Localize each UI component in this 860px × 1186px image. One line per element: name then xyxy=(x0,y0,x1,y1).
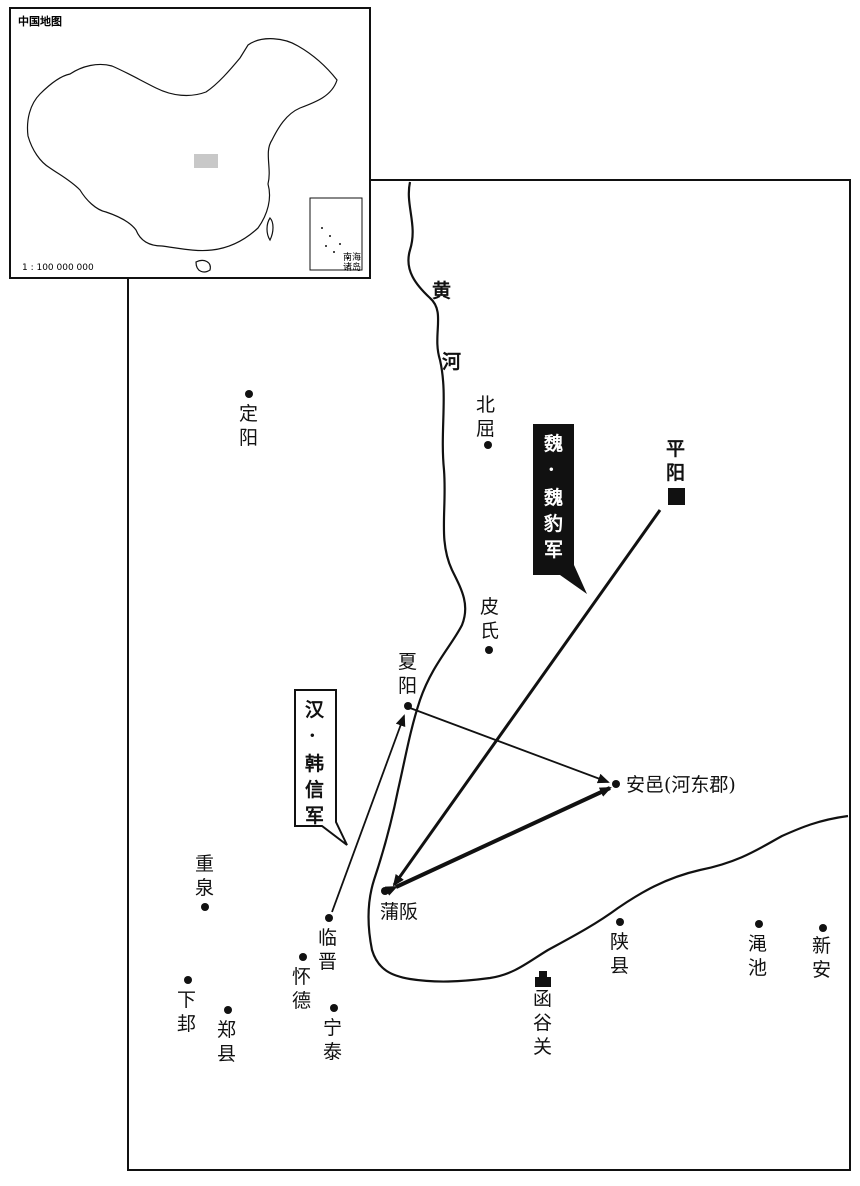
wei-army-callout: 魏 · 魏 豹 军 xyxy=(533,424,587,594)
label-xiayang-2: 阳 xyxy=(398,675,417,697)
city-dot-linjin xyxy=(325,914,333,922)
label-puban: 蒲阪 xyxy=(380,901,418,923)
han-army-arrow-1 xyxy=(331,714,406,913)
label-hanguguan-2: 谷 xyxy=(533,1012,552,1034)
label-xiayang-1: 夏 xyxy=(398,651,417,673)
label-linjin-2: 晋 xyxy=(318,951,337,973)
label-mianchi-2: 池 xyxy=(748,957,767,979)
city-dots xyxy=(184,390,827,1014)
city-dot-shanxian xyxy=(616,918,624,926)
scs-label-1: 南海 xyxy=(343,251,361,263)
city-dot-anyi xyxy=(612,780,620,788)
wei-callout-char-2: · xyxy=(548,459,555,481)
region-highlight xyxy=(194,154,218,168)
label-hanguguan-3: 关 xyxy=(533,1036,552,1058)
label-pingyang-1: 平 xyxy=(666,438,685,460)
han-callout-char-5: 军 xyxy=(305,805,324,827)
city-dot-xinan xyxy=(819,924,827,932)
han-callout-char-2: · xyxy=(309,725,316,747)
label-huaide-2: 德 xyxy=(292,990,311,1012)
label-pishi-2: 氏 xyxy=(480,620,499,642)
china-outline xyxy=(26,38,338,252)
label-xiagui-2: 邽 xyxy=(177,1013,196,1035)
wei-callout-char-1: 魏 xyxy=(543,432,563,455)
han-callout-char-1: 汉 xyxy=(305,699,325,721)
label-dingyang-2: 阳 xyxy=(239,427,258,449)
city-dot-zhengxian xyxy=(224,1006,232,1014)
label-pingyang-2: 阳 xyxy=(666,462,685,484)
river-label-1: 黄 xyxy=(432,279,451,302)
inset-scale: 1 : 100 000 000 xyxy=(22,263,94,273)
scs-islands xyxy=(321,227,349,259)
scs-label-2: 诸岛 xyxy=(343,261,361,273)
main-map-frame xyxy=(127,179,851,1171)
han-callout-char-3: 韩 xyxy=(305,752,324,775)
city-dot-puban xyxy=(381,887,389,895)
scs-inset-frame xyxy=(309,197,363,271)
city-dot-zhongquan xyxy=(201,903,209,911)
label-xinan-2: 安 xyxy=(812,959,831,981)
han-callout-char-4: 信 xyxy=(305,778,324,801)
label-mianchi-1: 渑 xyxy=(748,933,767,955)
label-huaide-1: 怀 xyxy=(292,966,311,988)
anyi-puban-arrow xyxy=(384,786,612,896)
city-dot-beiqu xyxy=(484,441,492,449)
label-zhongquan-1: 重 xyxy=(195,853,214,875)
city-dot-pishi xyxy=(485,646,493,654)
city-dot-dingyang xyxy=(245,390,253,398)
city-dot-mianchi xyxy=(755,920,763,928)
label-beiqu-2: 屈 xyxy=(476,418,495,440)
han-army-callout: 汉 · 韩 信 军 xyxy=(294,689,348,846)
pingyang-fortress-icon xyxy=(668,488,685,505)
wei-army-arrow xyxy=(392,509,662,887)
hainan-island xyxy=(195,259,211,273)
label-zhengxian-1: 郑 xyxy=(217,1019,236,1041)
wei-callout-char-3: 魏 xyxy=(543,486,563,509)
han-army-arrow-2 xyxy=(409,707,610,784)
label-shanxian-1: 陕 xyxy=(610,931,629,953)
label-ningtai-2: 泰 xyxy=(323,1041,342,1063)
label-xinan-1: 新 xyxy=(812,935,831,957)
taiwan-island xyxy=(266,217,274,242)
label-linjin-1: 临 xyxy=(318,927,337,949)
inset-title: 中国地图 xyxy=(18,14,62,28)
wei-callout-char-4: 豹 xyxy=(543,512,563,535)
label-shanxian-2: 县 xyxy=(610,955,629,977)
city-dot-xiagui xyxy=(184,976,192,984)
label-pishi-1: 皮 xyxy=(480,596,499,618)
label-ningtai-1: 宁 xyxy=(323,1017,342,1039)
label-anyi: 安邑(河东郡) xyxy=(626,774,736,796)
river-label-2: 河 xyxy=(442,351,461,373)
label-zhengxian-2: 县 xyxy=(217,1043,236,1065)
inset-china-map: 中国地图 南海 诸岛 1 : 100 000 000 xyxy=(9,7,371,279)
label-xiagui-1: 下 xyxy=(177,989,196,1011)
wei-callout-char-5: 军 xyxy=(544,539,563,561)
label-zhongquan-2: 泉 xyxy=(195,877,214,899)
label-dingyang-1: 定 xyxy=(239,403,258,425)
city-dot-ningtai xyxy=(330,1004,338,1012)
label-hanguguan-1: 函 xyxy=(533,988,552,1010)
city-dot-xiayang xyxy=(404,702,412,710)
city-dot-huaide xyxy=(299,953,307,961)
hanguguan-gate-icon xyxy=(535,971,551,987)
label-beiqu-1: 北 xyxy=(476,394,495,416)
